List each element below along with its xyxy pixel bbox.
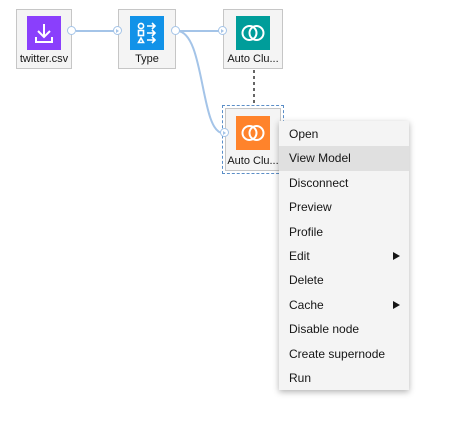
menu-item-label: Create supernode bbox=[289, 346, 386, 361]
menu-item-label: Run bbox=[289, 370, 312, 385]
menu-item-cache[interactable]: Cache bbox=[279, 293, 409, 317]
menu-item-view-model[interactable]: View Model bbox=[279, 146, 409, 171]
menu-item-create-supernode[interactable]: Create supernode bbox=[279, 342, 409, 366]
node-label: Auto Clu... bbox=[227, 53, 279, 65]
menu-item-label: Edit bbox=[289, 248, 310, 263]
submenu-arrow-icon bbox=[393, 300, 400, 309]
menu-item-label: Delete bbox=[289, 273, 324, 288]
menu-item-disable-node[interactable]: Disable node bbox=[279, 317, 409, 341]
menu-item-label: Cache bbox=[289, 297, 324, 312]
import-icon bbox=[27, 16, 61, 50]
input-port[interactable] bbox=[218, 26, 227, 35]
input-port[interactable] bbox=[113, 26, 122, 35]
menu-item-run[interactable]: Run bbox=[279, 366, 409, 390]
type-icon bbox=[130, 16, 164, 50]
node-type[interactable]: Type bbox=[118, 9, 176, 69]
output-port[interactable] bbox=[171, 26, 180, 35]
menu-item-label: Disconnect bbox=[289, 175, 349, 190]
node-twitter-csv[interactable]: twitter.csv bbox=[16, 9, 72, 69]
menu-item-profile[interactable]: Profile bbox=[279, 220, 409, 244]
menu-item-label: Disable node bbox=[289, 322, 360, 337]
input-port[interactable] bbox=[220, 128, 229, 137]
menu-item-label: Open bbox=[289, 127, 319, 141]
link-type-to-autocluster2[interactable] bbox=[176, 30, 224, 134]
submenu-arrow-icon bbox=[393, 251, 400, 260]
menu-item-label: Preview bbox=[289, 200, 332, 215]
menu-item-delete[interactable]: Delete bbox=[279, 268, 409, 292]
menu-item-disconnect[interactable]: Disconnect bbox=[279, 171, 409, 195]
node-label: Type bbox=[135, 53, 159, 65]
output-port[interactable] bbox=[67, 26, 76, 35]
menu-item-preview[interactable]: Preview bbox=[279, 195, 409, 219]
node-label: twitter.csv bbox=[19, 53, 69, 65]
menu-item-label: Profile bbox=[289, 224, 324, 239]
overlap-circles-icon bbox=[236, 116, 270, 150]
overlap-circles-icon bbox=[236, 16, 270, 50]
menu-item-open[interactable]: Open bbox=[279, 122, 409, 146]
menu-item-label: View Model bbox=[289, 151, 351, 166]
node-label: Auto Clu... bbox=[227, 155, 279, 167]
context-menu: Open View Model Disconnect Preview Profi… bbox=[279, 121, 409, 390]
menu-item-edit[interactable]: Edit bbox=[279, 244, 409, 268]
node-auto-cluster-1[interactable]: Auto Clu... bbox=[223, 9, 283, 69]
node-auto-cluster-2[interactable]: Auto Clu... bbox=[225, 108, 281, 171]
